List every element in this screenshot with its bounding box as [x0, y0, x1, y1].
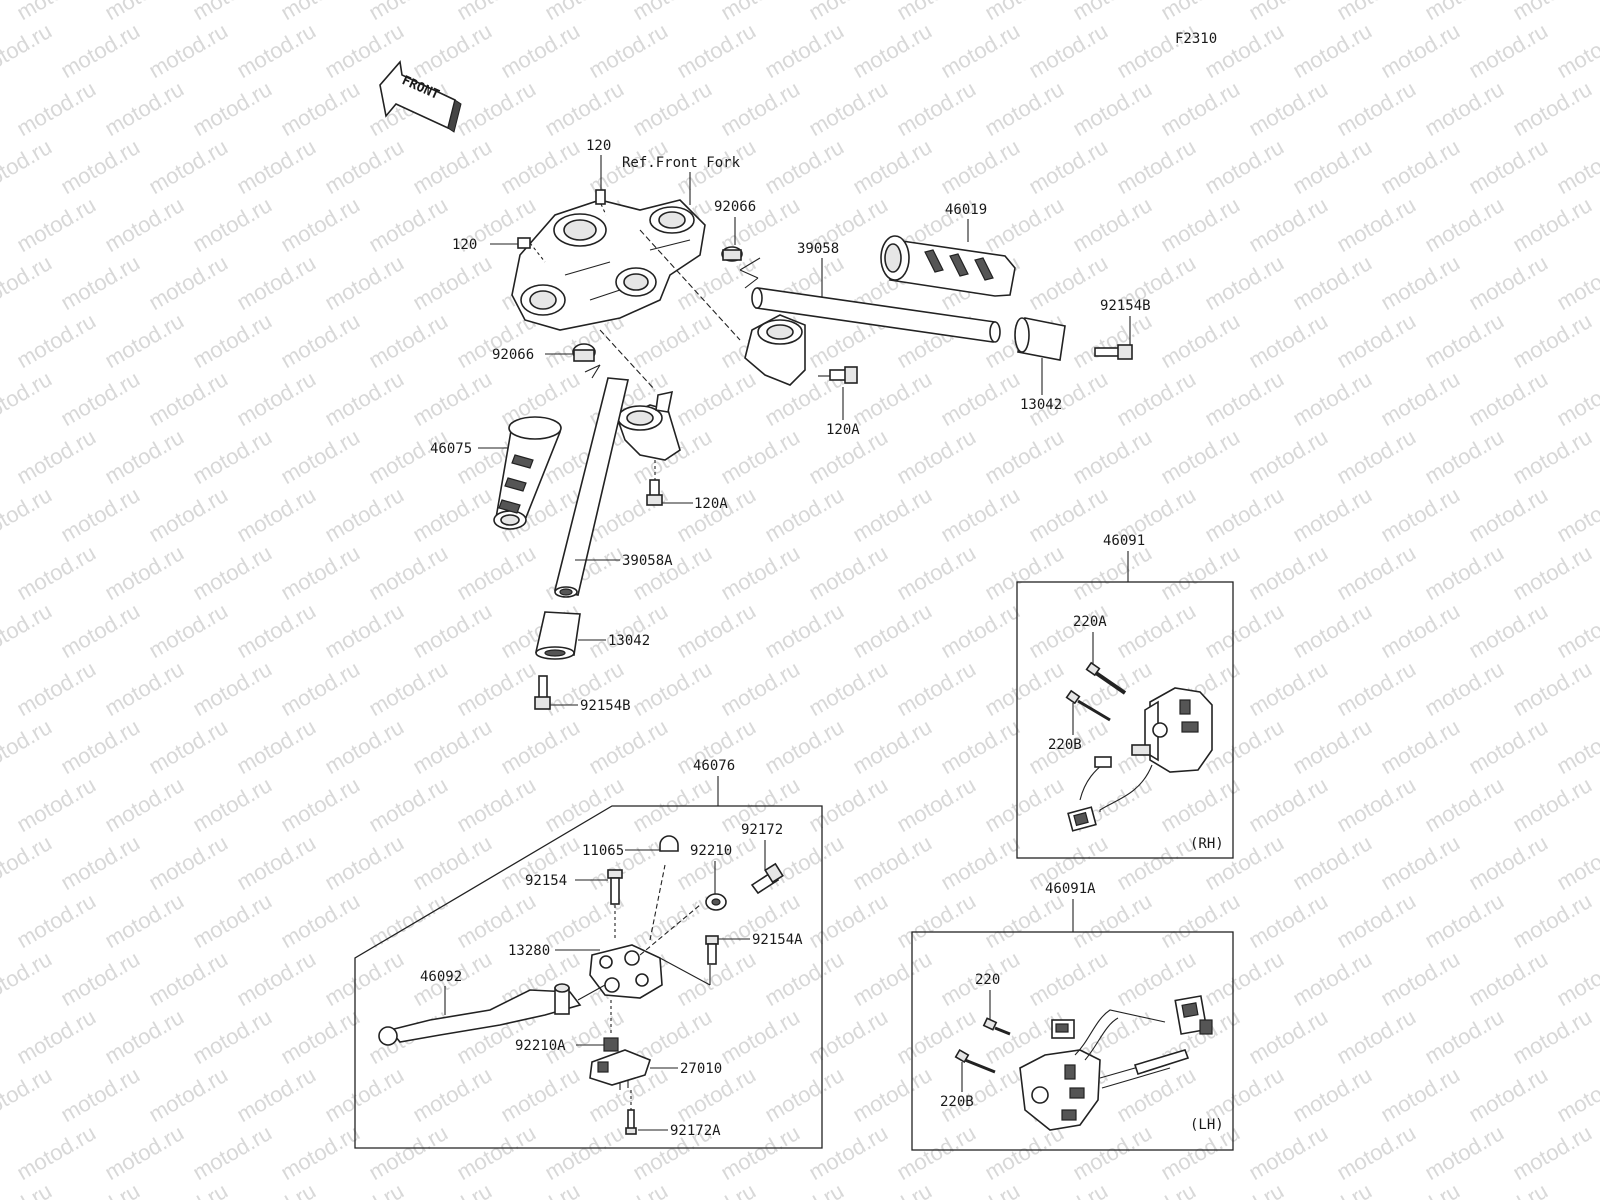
screw-220A: [1085, 661, 1127, 695]
clutch-lever-46092: [378, 983, 582, 1046]
label-46091: 46091: [1103, 533, 1145, 549]
label-11065: 11065: [582, 843, 624, 859]
lh-tag: (LH): [1190, 1117, 1224, 1133]
label-120A-right: 120A: [826, 422, 860, 438]
handlebar-39058A: [554, 377, 629, 598]
rh-connector-small: [1094, 756, 1112, 768]
grip-46019: [880, 235, 1016, 297]
label-92210: 92210: [690, 843, 732, 859]
switch-27010: [589, 1049, 651, 1090]
clamp-39058: [744, 314, 806, 386]
label-92066-left: 92066: [492, 347, 534, 363]
bolt-92154B-left: [534, 675, 551, 710]
label-220B-rh: 220B: [1048, 737, 1082, 753]
label-46076: 46076: [693, 758, 735, 774]
rh-tag: (RH): [1190, 836, 1224, 852]
upper-triple-clamp: [511, 199, 706, 331]
pivot-bolt-92154: [607, 869, 623, 905]
cap-11065: [659, 835, 679, 852]
lh-connector-large: [1174, 995, 1213, 1035]
clamp-39058A: [617, 390, 681, 461]
label-46075: 46075: [430, 441, 472, 457]
screw-220: [982, 1017, 1011, 1036]
screw-220B-rh: [1065, 689, 1111, 722]
bolt-92154A: [705, 935, 719, 965]
lh-switch-box: [911, 931, 1234, 1151]
label-92172A: 92172A: [670, 1123, 721, 1139]
lh-connector-small: [1051, 1019, 1075, 1039]
label-220B-lh: 220B: [940, 1094, 974, 1110]
label-27010: 27010: [680, 1061, 722, 1077]
handlebar-39058: [751, 287, 1001, 343]
label-92066-right: 92066: [714, 199, 756, 215]
label-220A: 220A: [1073, 614, 1107, 630]
bolt-92172: [750, 862, 784, 895]
bolt-120-left: [517, 237, 546, 263]
bolt-92154B-right: [1094, 344, 1133, 360]
label-92154A: 92154A: [752, 932, 803, 948]
label-120A-left: 120A: [694, 496, 728, 512]
cap-92066-left: [572, 343, 596, 362]
label-92154B-right: 92154B: [1100, 298, 1151, 314]
label-13042-right: 13042: [1020, 397, 1062, 413]
lever-assembly-box: [354, 805, 823, 1149]
label-92172: 92172: [741, 822, 783, 838]
label-13042-left: 13042: [608, 633, 650, 649]
bar-end-weight-13042-right: [1014, 317, 1066, 361]
figure-code: F2310: [1175, 31, 1217, 47]
bolt-120A-right: [818, 366, 858, 384]
label-92154B-left: 92154B: [580, 698, 631, 714]
rh-connector: [1067, 806, 1097, 832]
grip-46075: [493, 416, 562, 530]
bolt-120A-left: [646, 460, 663, 506]
front-arrow-icon: FRONT: [379, 60, 462, 133]
bolt-120-top: [595, 189, 607, 216]
label-39058A: 39058A: [622, 553, 673, 569]
label-220: 220: [975, 972, 1000, 988]
label-120-left: 120: [452, 237, 477, 253]
label-46019: 46019: [945, 202, 987, 218]
label-13280: 13280: [508, 943, 550, 959]
label-92210A: 92210A: [515, 1038, 566, 1054]
lever-holder-13280: [589, 944, 663, 999]
cap-92066-right: [721, 246, 743, 262]
label-39058: 39058: [797, 241, 839, 257]
bar-end-weight-13042-left: [535, 611, 581, 660]
label-46091A: 46091A: [1045, 881, 1096, 897]
rh-switch-box: [1016, 581, 1234, 859]
label-92154: 92154: [525, 873, 567, 889]
label-46092: 46092: [420, 969, 462, 985]
lh-switch-housing: [1019, 1049, 1101, 1131]
nut-92210A: [603, 1037, 619, 1052]
label-ref-front-fork: Ref.Front Fork: [622, 155, 741, 171]
rh-switch-housing: [1131, 687, 1213, 773]
nut-92210: [705, 893, 727, 911]
screw-92172A: [625, 1109, 637, 1135]
screw-220B-lh: [954, 1048, 996, 1074]
label-120-top: 120: [586, 138, 611, 154]
